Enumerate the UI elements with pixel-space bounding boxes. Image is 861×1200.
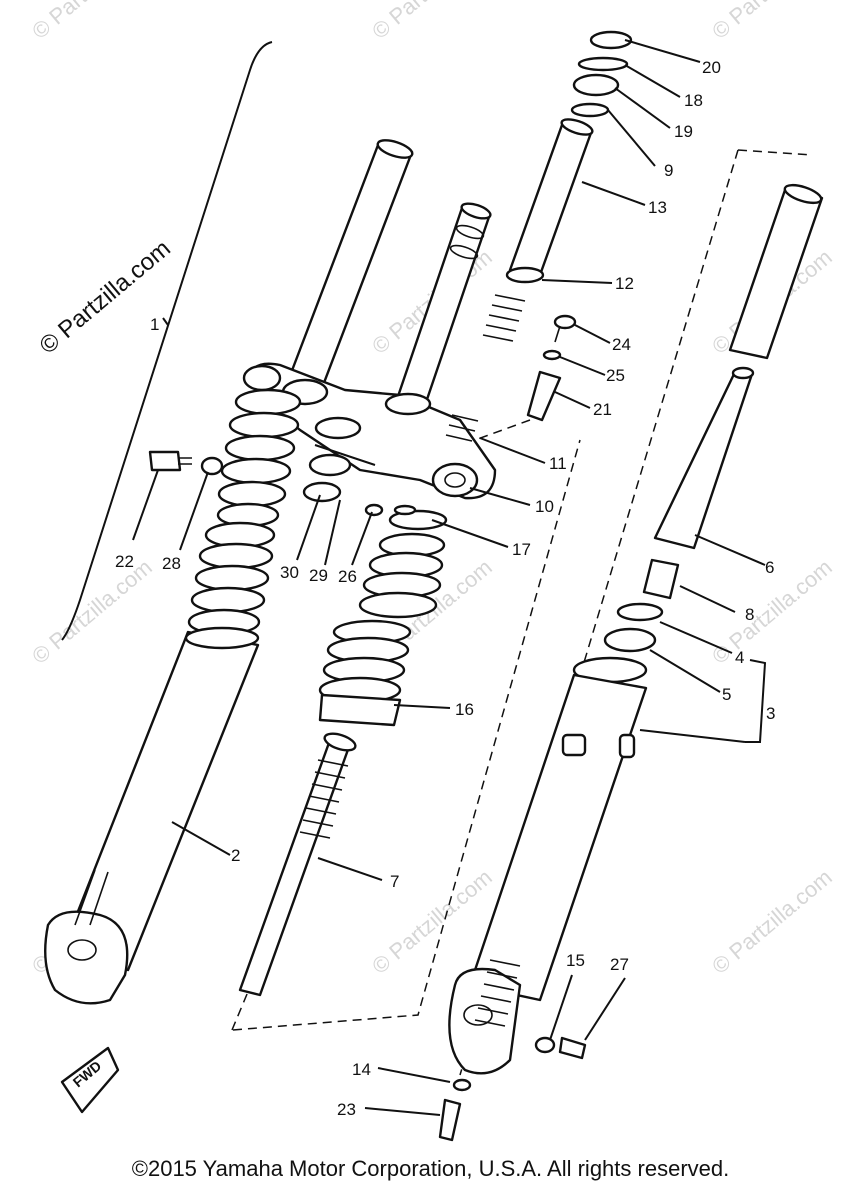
watermark-dark: © Partzilla.com — [35, 235, 176, 360]
callout-label: 11 — [549, 454, 567, 473]
callout-label: 23 — [337, 1100, 356, 1119]
callout-label: 13 — [648, 198, 667, 217]
leader-lines — [132, 39, 767, 1116]
alignment-line — [232, 439, 581, 1031]
watermark: © Partzilla.com — [707, 0, 837, 44]
callout-label: 1 — [150, 315, 159, 334]
callout-label: 27 — [610, 955, 629, 974]
callout-label: 30 — [280, 563, 299, 582]
watermark: © Partzilla.com — [27, 0, 157, 44]
callout-label: 20 — [702, 58, 721, 77]
cap-stack — [570, 30, 633, 118]
middle-upper-boot — [358, 509, 448, 619]
callout-label: 15 — [566, 951, 585, 970]
alignment-line — [737, 149, 813, 156]
callout-label: 28 — [162, 554, 181, 573]
watermark: © Partzilla.com — [367, 0, 497, 44]
left-upper-boot — [216, 388, 302, 528]
watermark: © Partzilla.com — [707, 864, 837, 978]
callout-label: 5 — [722, 685, 731, 704]
drain-bolt-set — [526, 314, 577, 422]
callout-label: 18 — [684, 91, 703, 110]
fwd-arrow-badge: FWD — [60, 1046, 120, 1114]
left-inner-tube — [286, 139, 414, 390]
callout-label: 17 — [512, 540, 531, 559]
callout-label: 6 — [765, 558, 774, 577]
fork-cap-tube — [505, 118, 594, 284]
callout-label: 16 — [455, 700, 474, 719]
bracket-tick — [162, 317, 169, 326]
callout-label: 9 — [664, 161, 673, 180]
alignment-line — [459, 149, 739, 1076]
callout-label: 24 — [612, 335, 631, 354]
under-bracket — [242, 362, 497, 503]
callout-label: 22 — [115, 552, 134, 571]
watermark: © Partzilla.com — [27, 554, 157, 668]
callout-label: 8 — [745, 605, 754, 624]
left-outer-tube — [44, 521, 276, 1005]
callout-label: 29 — [309, 566, 328, 585]
callout-label: 4 — [735, 648, 744, 667]
damper-rod — [238, 732, 357, 997]
copyright-notice: ©2015 Yamaha Motor Corporation, U.S.A. A… — [131, 1156, 730, 1181]
callout-labels: 1 2 3 4 5 6 7 8 9 10 11 12 13 14 15 16 1… — [115, 58, 775, 1119]
callout-label: 14 — [352, 1060, 371, 1079]
alignment-line — [474, 419, 531, 441]
assembly-bracket — [61, 41, 273, 641]
callout-label: 12 — [615, 274, 634, 293]
callout-label: 19 — [674, 122, 693, 141]
callout-label: 10 — [535, 497, 554, 516]
callout-label: 7 — [390, 872, 399, 891]
callout-label: 21 — [593, 400, 612, 419]
callout-label: 3 — [766, 704, 775, 723]
right-outer-tube — [448, 656, 648, 1075]
clamp-bolts — [148, 450, 417, 517]
middle-lower-boot — [318, 619, 412, 727]
fork-spring — [445, 294, 526, 442]
right-inner-tube — [653, 183, 824, 550]
callout-label: 25 — [606, 366, 625, 385]
callout-label: 26 — [338, 567, 357, 586]
axle-bolts — [438, 1036, 587, 1142]
callout-label: 2 — [231, 846, 240, 865]
right-fork-small-parts — [603, 558, 680, 653]
